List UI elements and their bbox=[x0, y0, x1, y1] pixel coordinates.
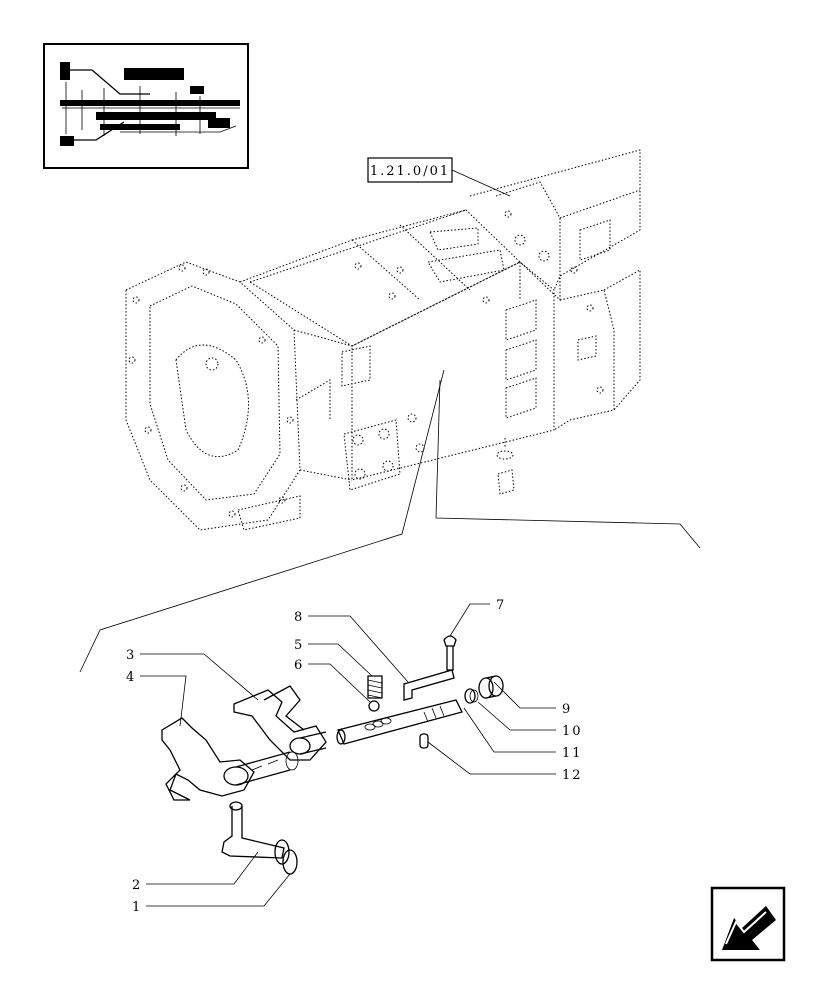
callout-7: 7 bbox=[496, 598, 506, 613]
callout-9: 9 bbox=[562, 702, 572, 717]
callout-3: 3 bbox=[126, 648, 136, 663]
callout-12: 12 bbox=[562, 768, 583, 783]
reference-box-label: 1.21.0/01 bbox=[370, 164, 450, 179]
callout-leaders bbox=[140, 603, 556, 907]
callout-2: 2 bbox=[132, 878, 142, 893]
callout-6: 6 bbox=[294, 658, 304, 673]
callout-4: 4 bbox=[126, 670, 136, 685]
transmission-housing bbox=[125, 149, 641, 531]
callout-1: 1 bbox=[132, 900, 142, 915]
reference-box[interactable]: 1.21.0/01 bbox=[367, 157, 511, 197]
transmission-thumbnail-icon[interactable] bbox=[43, 43, 249, 169]
explosion-leaders bbox=[79, 369, 701, 673]
callout-labels: 1 2 3 4 5 6 7 8 9 10 11 12 bbox=[126, 598, 583, 915]
callout-8: 8 bbox=[294, 610, 304, 625]
callout-10: 10 bbox=[562, 724, 583, 739]
callout-11: 11 bbox=[562, 746, 583, 761]
back-arrow-icon[interactable] bbox=[710, 886, 786, 962]
callout-5: 5 bbox=[294, 638, 304, 653]
exploded-parts bbox=[161, 635, 504, 875]
